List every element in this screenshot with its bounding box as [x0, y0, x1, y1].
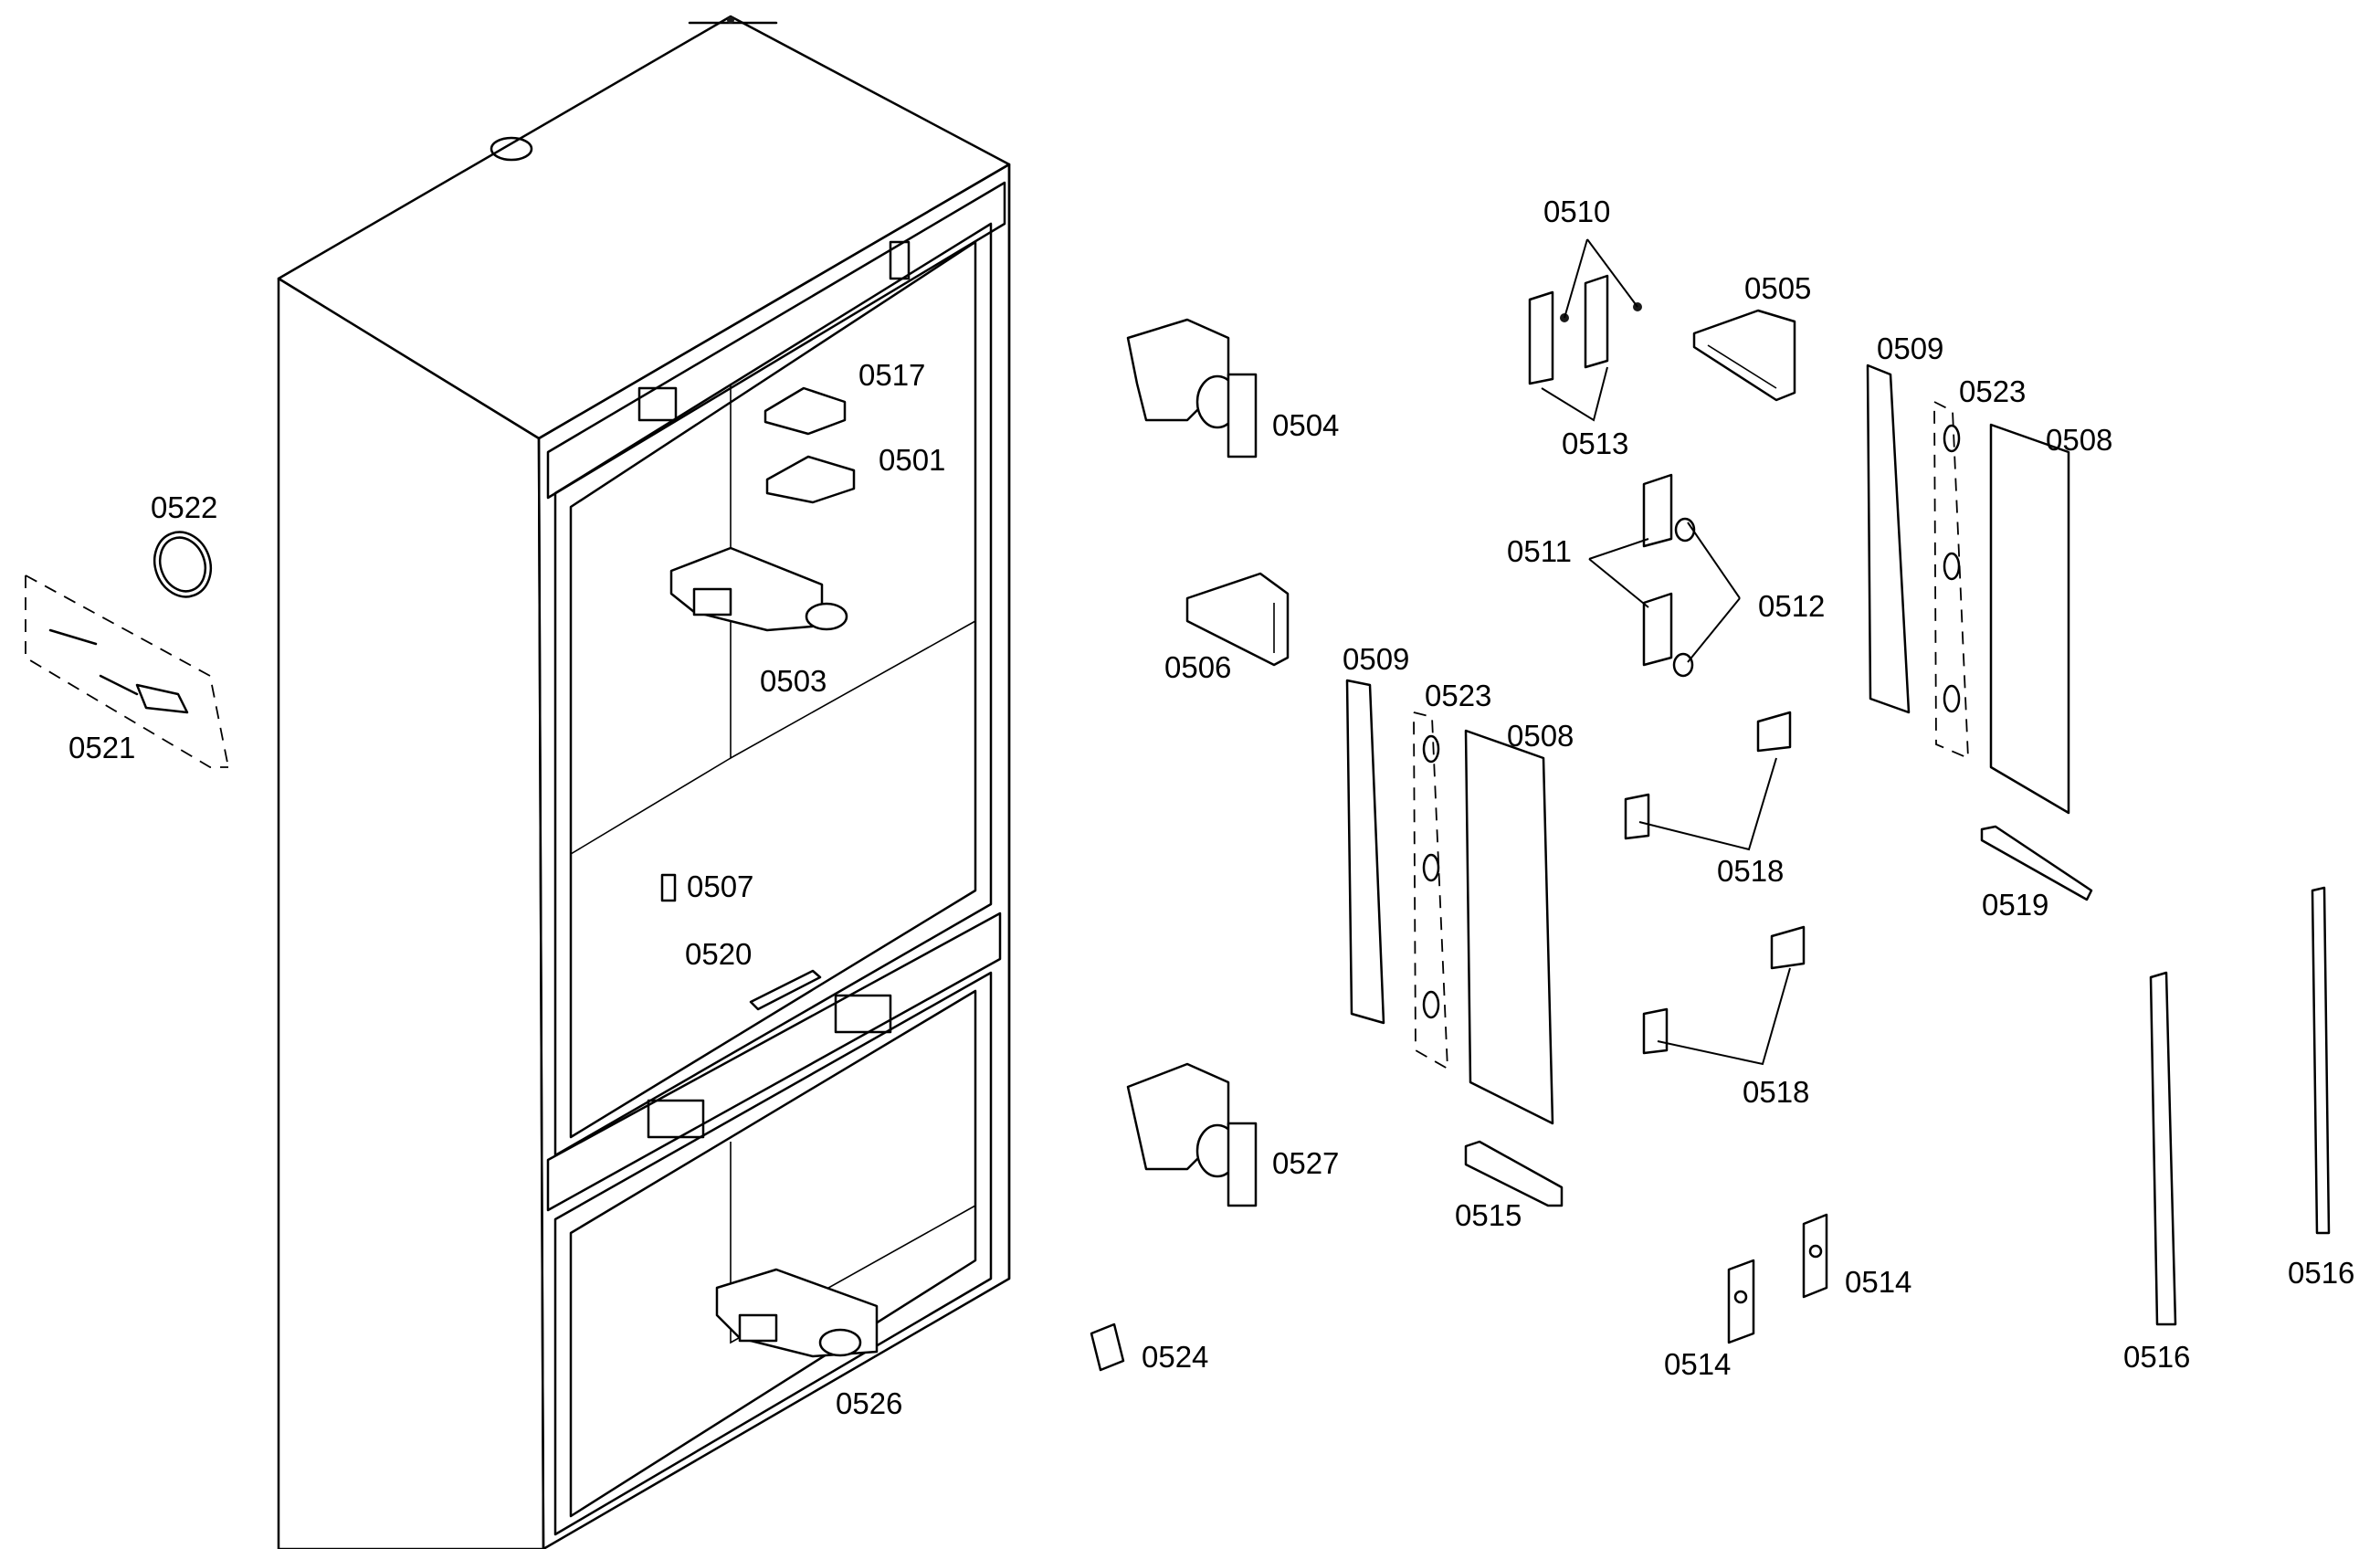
label-0516-middle: 0516: [2123, 1340, 2190, 1374]
label-0522: 0522: [151, 490, 217, 524]
clip-0524: [1090, 1322, 1125, 1372]
label-0508-left: 0508: [1507, 719, 1574, 753]
plate-0517: [763, 386, 847, 436]
label-0510: 0510: [1543, 195, 1610, 228]
label-0511: 0511: [1507, 534, 1572, 568]
bracket-0514-b: [1802, 1213, 1828, 1299]
label-0504: 0504: [1272, 408, 1339, 442]
label-0507: 0507: [687, 869, 753, 903]
label-0517: 0517: [858, 358, 925, 392]
label-0516-right: 0516: [2288, 1256, 2354, 1290]
label-0515: 0515: [1455, 1198, 1522, 1232]
hinge-0504: [1126, 318, 1258, 458]
label-0519: 0519: [1982, 888, 2048, 922]
label-0509-right: 0509: [1877, 332, 1943, 365]
label-0503: 0503: [760, 664, 827, 698]
refrigerator-cabinet: [277, 15, 1011, 1549]
clip-0518-upper: [1624, 711, 1792, 851]
rail-0519: [1980, 825, 2093, 901]
clip-0507: [660, 873, 677, 902]
label-0501: 0501: [879, 443, 945, 477]
plate-0501: [765, 455, 856, 504]
hinge-0526: [715, 1268, 879, 1358]
label-0518-upper: 0518: [1717, 854, 1784, 888]
label-0523-right: 0523: [1959, 374, 2026, 408]
strip-0516-b: [2311, 886, 2331, 1235]
bracket-0511: [1588, 473, 1741, 678]
bracket-0520: [749, 969, 822, 1011]
label-0513: 0513: [1562, 427, 1628, 460]
label-0506: 0506: [1164, 650, 1231, 684]
label-0512: 0512: [1758, 589, 1825, 623]
strips-0513: [1528, 238, 1642, 422]
label-0505: 0505: [1744, 271, 1811, 305]
door-strip-set-right: [1866, 364, 2070, 815]
strip-0516-a: [2149, 971, 2177, 1326]
clip-0518-lower: [1642, 925, 1806, 1066]
label-0518-lower: 0518: [1743, 1075, 1809, 1109]
bracket-0514-a: [1727, 1259, 1755, 1344]
cover-0505: [1692, 309, 1796, 402]
label-0523-left: 0523: [1425, 679, 1491, 712]
door-strip-set-left: [1345, 679, 1554, 1125]
label-0514-left: 0514: [1664, 1347, 1731, 1381]
hinge-0527: [1126, 1062, 1258, 1207]
rail-0515: [1464, 1140, 1564, 1207]
label-0520: 0520: [685, 937, 752, 971]
bracket-0506: [1185, 572, 1290, 667]
label-0524: 0524: [1142, 1340, 1208, 1374]
label-0508-right: 0508: [2046, 423, 2112, 457]
label-0521: 0521: [68, 731, 135, 764]
label-0527: 0527: [1272, 1146, 1339, 1180]
label-0514-right: 0514: [1845, 1265, 1911, 1299]
part-0521-sensor: [25, 574, 229, 768]
hinge-0503: [669, 546, 848, 632]
label-0509-left: 0509: [1343, 642, 1409, 676]
part-0522-ring: [153, 531, 213, 598]
label-0526: 0526: [836, 1386, 902, 1420]
